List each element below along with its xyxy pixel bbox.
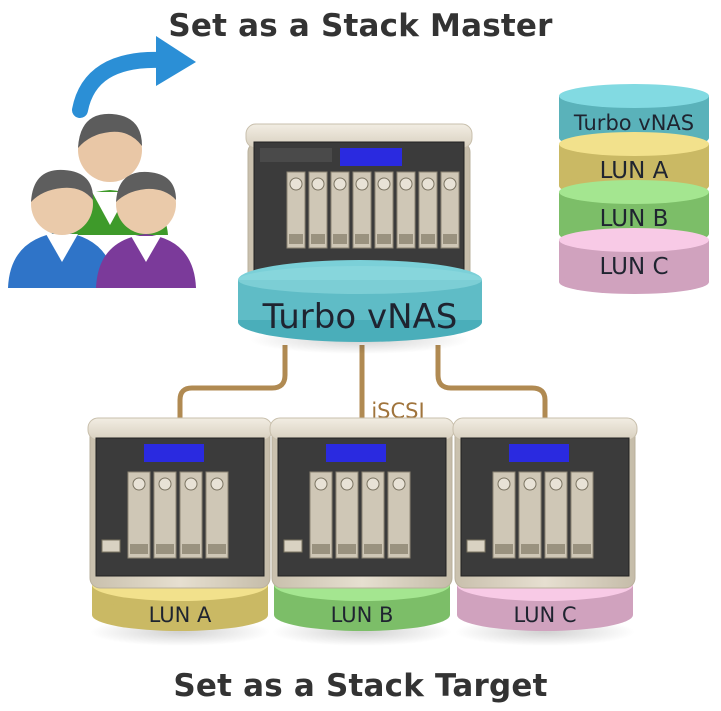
arrow-icon [72, 36, 196, 118]
drive-bay [153, 471, 177, 559]
target-nas-device: LUN B [269, 417, 455, 646]
lcd-display [326, 444, 386, 462]
drive-bay [352, 171, 372, 249]
drive-bay [330, 171, 350, 249]
drive-bay [308, 171, 328, 249]
legend-label: Turbo vNAS [573, 111, 694, 135]
iscsi-connectors [177, 345, 548, 420]
drive-bay [544, 471, 568, 559]
drive-bay [205, 471, 229, 559]
target-disk-label: LUN B [331, 603, 394, 627]
master-disk [238, 260, 482, 342]
drive-bay [440, 171, 460, 249]
drive-bay [361, 471, 385, 559]
drive-bay [179, 471, 203, 559]
master-disk-label: Turbo vNAS [262, 297, 458, 337]
drive-bay [518, 471, 542, 559]
target-disk-label: LUN C [513, 603, 576, 627]
drive-bay [387, 471, 411, 559]
drive-bay [492, 471, 516, 559]
legend-label: LUN B [600, 206, 669, 232]
drive-bay [396, 171, 416, 249]
stack-target-title: Set as a Stack Target [173, 668, 548, 704]
drive-bay [570, 471, 594, 559]
drive-bay [127, 471, 151, 559]
target-disk-label: LUN A [149, 603, 212, 627]
drive-bay [309, 471, 333, 559]
drive-bay [335, 471, 359, 559]
legend-disk: LUN C [559, 228, 709, 294]
drive-bay [374, 171, 394, 249]
users-icon [8, 113, 196, 288]
drive-bay [286, 171, 306, 249]
drive-bay [418, 171, 438, 249]
stack-legend: Turbo vNAS LUN A LUN B LUN C [559, 84, 709, 294]
legend-label: LUN A [600, 158, 669, 184]
target-nas-device: LUN C [452, 417, 638, 646]
legend-label: LUN C [599, 254, 668, 280]
stack-master-title: Set as a Stack Master [168, 8, 553, 44]
target-nas-device: LUN A [87, 417, 273, 646]
lcd-display [144, 444, 204, 462]
lcd-display [509, 444, 569, 462]
